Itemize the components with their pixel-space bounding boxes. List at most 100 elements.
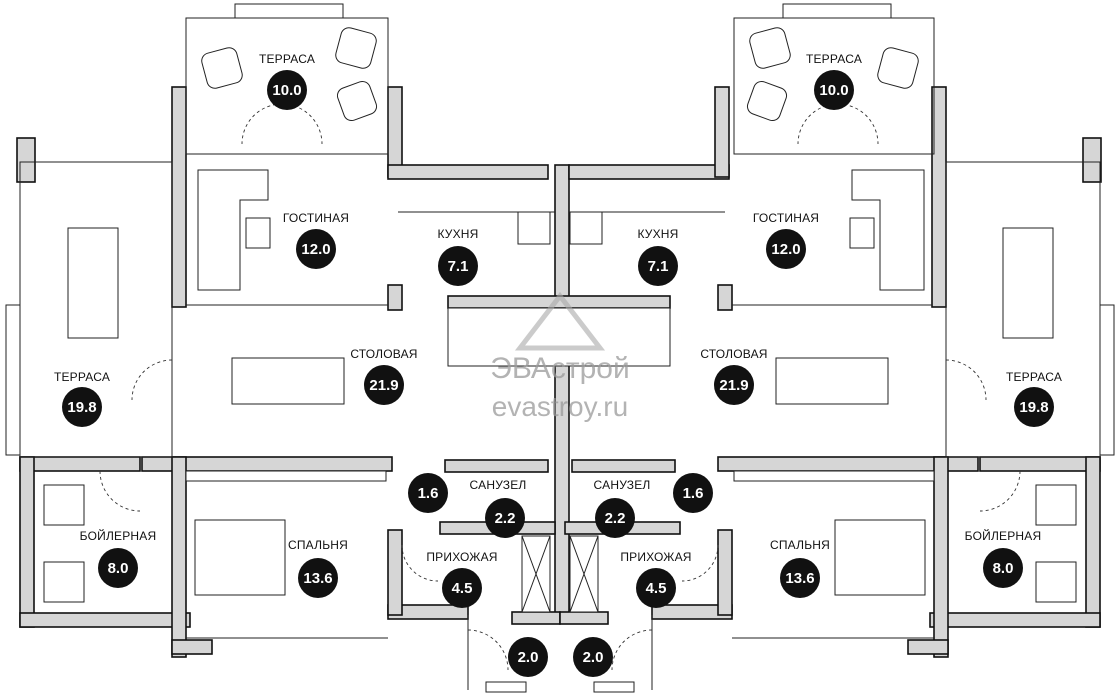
boiler-icon (43, 484, 85, 526)
wall-segment (19, 456, 141, 472)
wall-segment (907, 639, 949, 655)
sofa-icon (197, 169, 269, 291)
wall-segment (979, 456, 1101, 472)
furniture (43, 27, 1077, 613)
door-swing (837, 103, 879, 145)
area-value: 1.6 (683, 485, 704, 502)
room-label: ПРИХОЖАЯ (620, 550, 691, 564)
area-value: 2.0 (583, 649, 604, 666)
wall-segment (19, 456, 35, 628)
wall-segment (717, 284, 733, 311)
stairs-icon (447, 307, 671, 367)
area-value: 2.2 (495, 510, 516, 527)
area-value: 4.5 (646, 580, 667, 597)
area-badge (714, 365, 754, 405)
area-badge (485, 498, 525, 538)
armchair-icon (749, 27, 791, 69)
room-label: БОЙЛЕРНАЯ (80, 528, 157, 543)
wall-segment (19, 612, 191, 628)
room-hallway-right: ПРИХОЖАЯ 4.5 (620, 550, 691, 608)
area-value: 10.0 (819, 82, 848, 99)
watermark: ЭВАстрой evastroy.ru (490, 291, 630, 422)
wall-segment (1082, 137, 1102, 183)
door-swing (99, 470, 141, 512)
area-value: 7.1 (648, 258, 669, 275)
wall-segment (933, 456, 949, 658)
table-icon (67, 227, 119, 339)
wall-segment (1085, 456, 1101, 628)
wall-segment (387, 164, 549, 180)
area-value: 2.0 (518, 649, 539, 666)
step-outline (485, 681, 527, 693)
area-badge (442, 568, 482, 608)
wardrobe-line (521, 535, 551, 613)
room-label: САНУЗЕЛ (594, 478, 651, 492)
room-closet-left: 1.6 (408, 473, 448, 513)
area-badge (296, 229, 336, 269)
area-value: 21.9 (369, 377, 398, 394)
room-label: ТЕРРАСА (806, 52, 862, 66)
window-outline (1099, 304, 1115, 456)
area-badge (595, 498, 635, 538)
room-closet-right: 1.6 (673, 473, 713, 513)
room-porch-left: 2.0 (508, 637, 548, 677)
room-label: ТЕРРАСА (259, 52, 315, 66)
area-badge (673, 473, 713, 513)
armchair-icon (746, 80, 788, 122)
wall-segment (171, 639, 213, 655)
window-outline (782, 3, 892, 19)
area-badge (298, 558, 338, 598)
room-label: ГОСТИНАЯ (753, 211, 819, 225)
wall-segment (387, 529, 403, 616)
area-badge (766, 229, 806, 269)
stove-icon (569, 211, 603, 245)
closet-strip-icon (733, 470, 935, 482)
wall-segment (171, 456, 187, 658)
area-value: 19.8 (67, 399, 96, 416)
closet-strip-icon (185, 470, 387, 482)
room-boiler-left: БОЙЛЕРНАЯ 8.0 (80, 528, 157, 588)
table-icon (1002, 227, 1054, 339)
stove-icon (517, 211, 551, 245)
wall-segment (559, 611, 609, 625)
area-value: 12.0 (301, 241, 330, 258)
door-swing (281, 103, 323, 145)
area-value: 13.6 (785, 570, 814, 587)
wall-segment (554, 164, 570, 616)
room-label: КУХНЯ (637, 227, 678, 241)
area-value: 7.1 (448, 258, 469, 275)
area-value: 8.0 (993, 560, 1014, 577)
boiler-icon (43, 561, 85, 603)
room-label: СТОЛОВАЯ (700, 347, 767, 361)
area-badge (438, 246, 478, 286)
coffee-table-icon (849, 217, 875, 249)
area-value: 10.0 (272, 82, 301, 99)
wall-segment (16, 137, 36, 183)
wall-segment (568, 164, 730, 180)
table-icon (775, 357, 889, 405)
armchair-icon (877, 47, 919, 89)
wall-segment (571, 459, 676, 473)
area-badge (408, 473, 448, 513)
sofa-icon (851, 169, 925, 291)
area-value: 4.5 (452, 580, 473, 597)
door-swing (797, 103, 839, 145)
step-outline (593, 681, 635, 693)
watermark-logo-icon (514, 291, 606, 351)
area-value: 8.0 (108, 560, 129, 577)
room-kitchen-right: КУХНЯ 7.1 (637, 227, 678, 286)
wall-segment (717, 529, 733, 616)
wall-segment (444, 459, 549, 473)
room-porch-right: 2.0 (573, 637, 613, 677)
room-terrace-top-left: ТЕРРАСА 10.0 (259, 52, 315, 110)
wall-segment (387, 86, 403, 178)
